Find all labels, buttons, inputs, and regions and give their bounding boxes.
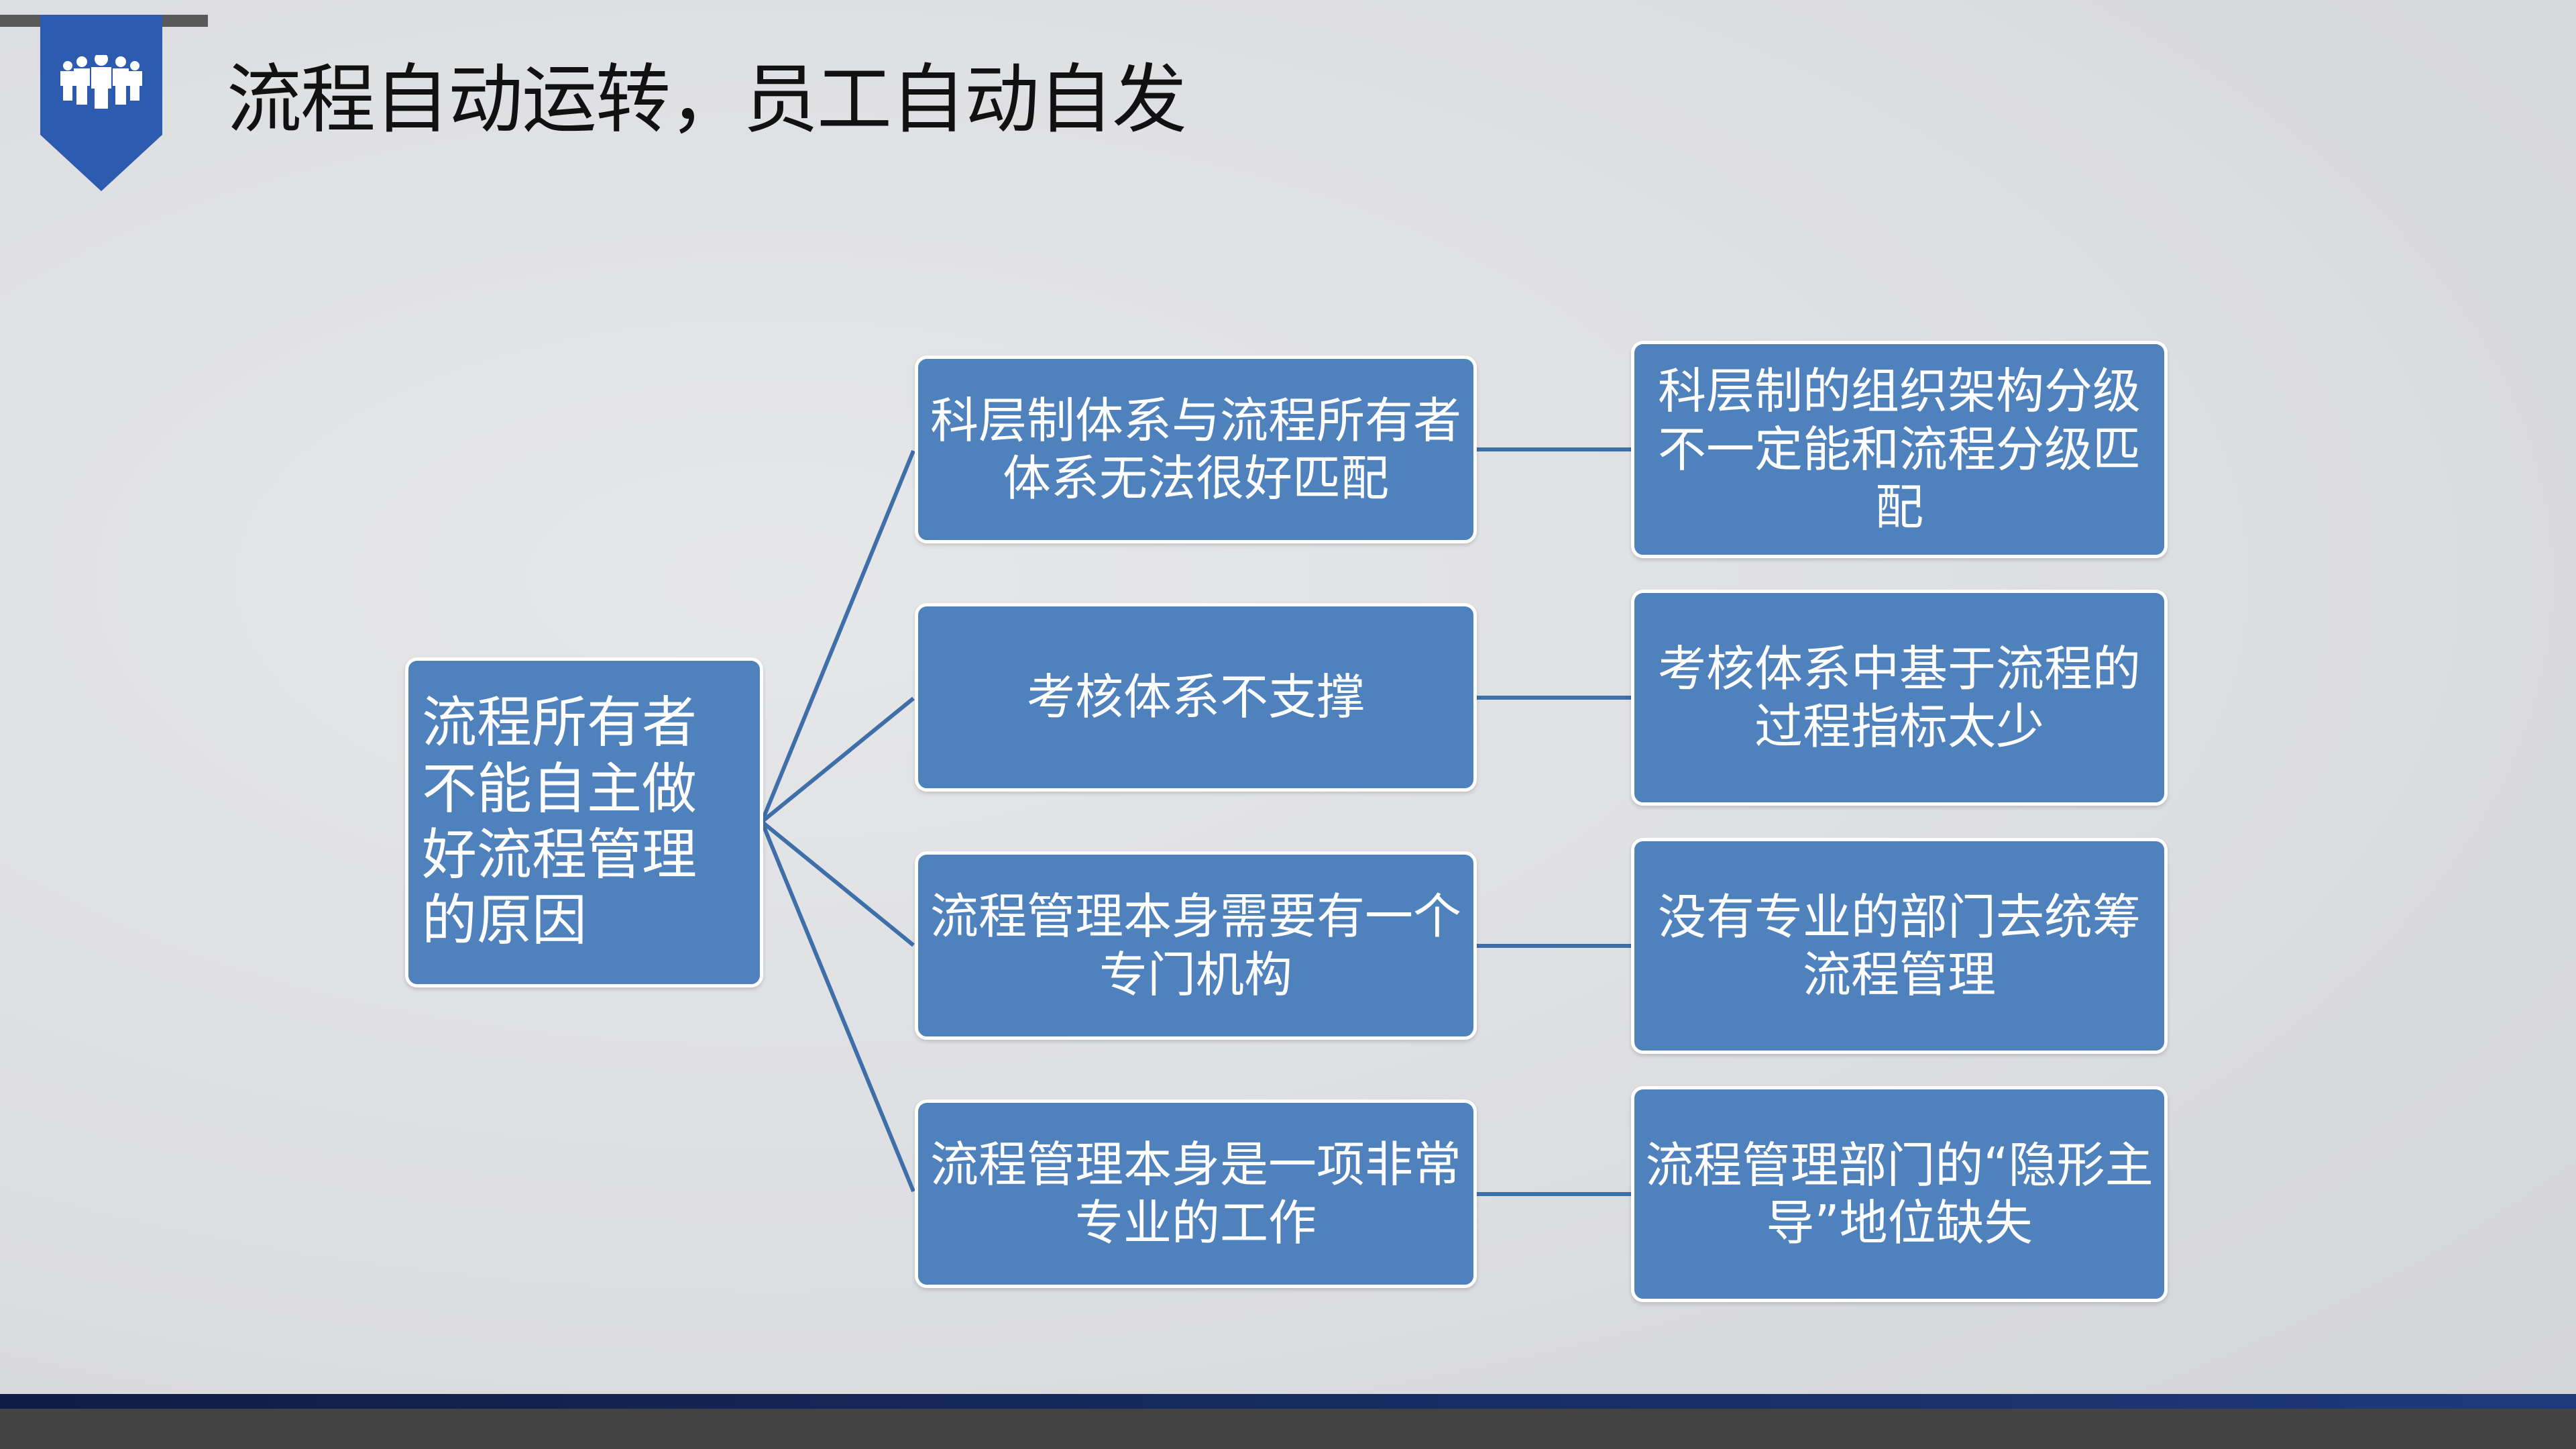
page-title: 流程自动运转，员工自动自发 — [227, 56, 1187, 144]
connector-root-2 — [761, 696, 915, 824]
connector-root-3 — [761, 820, 915, 947]
connector-root-1 — [760, 449, 915, 823]
footer-accent-bar — [0, 1394, 2576, 1409]
detail-box-2: 考核体系中基于流程的过程指标太少 — [1631, 590, 2168, 806]
connector-root-4 — [760, 820, 915, 1193]
people-group-icon — [60, 55, 142, 109]
cause-box-4: 流程管理本身是一项非常专业的工作 — [915, 1099, 1477, 1288]
cause-box-1: 科层制体系与流程所有者体系无法很好匹配 — [915, 356, 1477, 543]
detail-box-1: 科层制的组织架构分级不一定能和流程分级匹配 — [1631, 341, 2168, 558]
footer-bar — [0, 1409, 2576, 1449]
cause-box-2: 考核体系不支撑 — [915, 603, 1477, 792]
detail-box-4: 流程管理部门的“隐形主导”地位缺失 — [1631, 1086, 2168, 1302]
detail-box-3: 没有专业的部门去统筹流程管理 — [1631, 838, 2168, 1054]
cause-box-3: 流程管理本身需要有一个专门机构 — [915, 851, 1477, 1040]
root-cause-box: 流程所有者不能自主做好流程管理的原因 — [405, 657, 763, 987]
